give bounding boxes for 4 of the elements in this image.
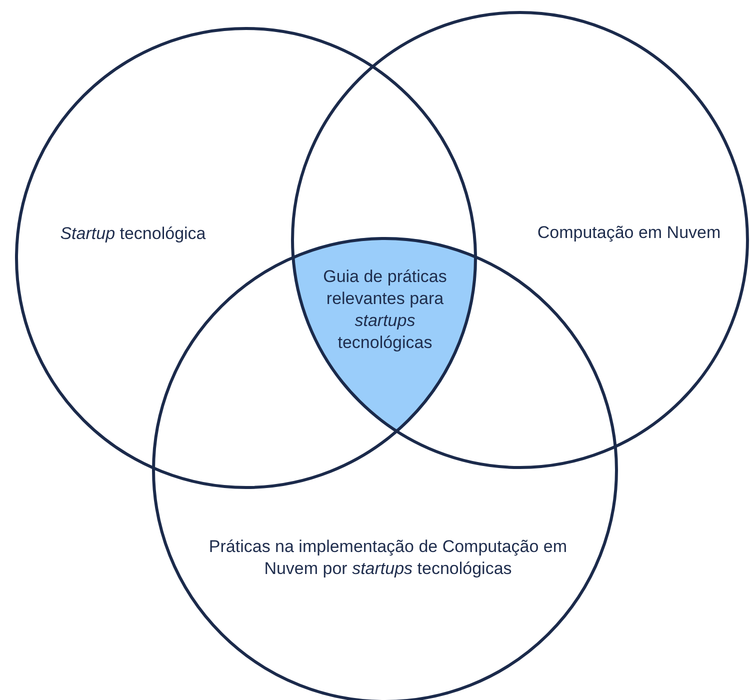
region-label: Startup tecnológica <box>59 223 207 245</box>
region-label: Práticas na implementação de Computação em Nuvem por startups tecnológicas <box>208 536 568 580</box>
region-label: Guia de práticas relevantes para startups tecnológicas <box>322 266 448 354</box>
region-label: Computação em Nuvem <box>536 222 722 244</box>
